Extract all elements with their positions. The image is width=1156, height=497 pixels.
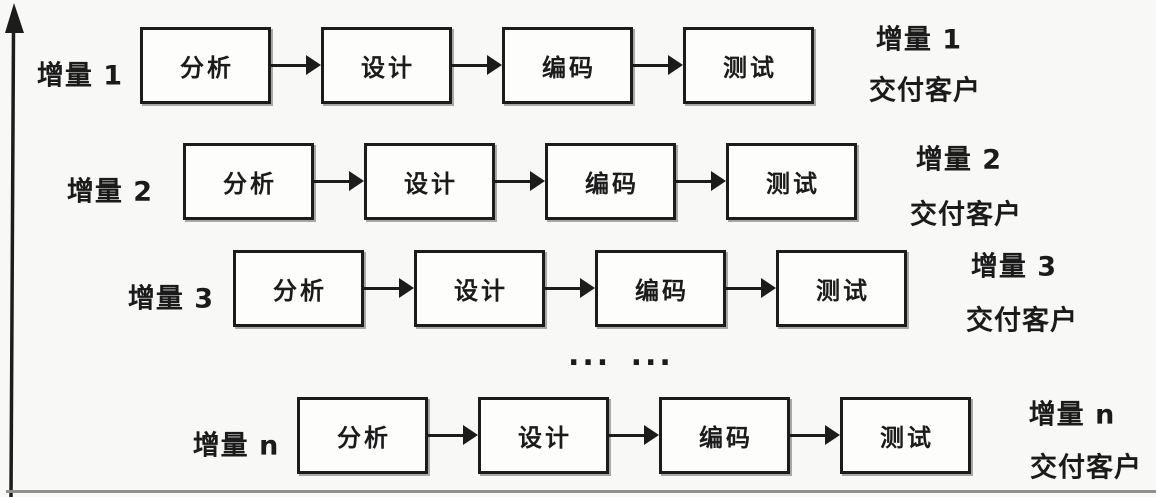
arrow-shaft <box>545 287 582 290</box>
stage-box: 测试 <box>726 143 857 220</box>
row-label-increment: 增量 2 <box>66 176 154 208</box>
arrow-shaft <box>452 64 489 67</box>
arrow-head <box>644 425 659 445</box>
delivery-label-increment: 增量 3 <box>970 251 1058 283</box>
flow-arrow-icon <box>545 278 595 298</box>
row-label-increment: 增量 3 <box>127 283 215 315</box>
arrow-head <box>530 171 545 191</box>
flow-arrow-icon <box>609 425 659 445</box>
flow-arrow-icon <box>790 425 840 445</box>
arrow-head <box>580 278 595 298</box>
flow-arrow-icon <box>428 425 478 445</box>
delivery-label-increment: 增量 2 <box>915 144 1003 176</box>
flow-arrow-icon <box>495 171 545 191</box>
arrow-head <box>463 425 478 445</box>
stage-box: 设计 <box>414 250 545 327</box>
stage-box: 测试 <box>683 27 814 104</box>
arrow-shaft <box>495 180 532 183</box>
arrow-head <box>306 55 321 75</box>
row-label-increment: 增量 1 <box>36 60 124 92</box>
arrow-shaft <box>364 287 401 290</box>
arrow-shaft <box>633 64 670 67</box>
stage-box: 测试 <box>840 397 971 474</box>
delivery-label-customer: 交付客户 <box>1030 452 1142 484</box>
stage-box: 测试 <box>776 250 907 327</box>
stage-box: 编码 <box>545 143 676 220</box>
stage-box: 分析 <box>140 27 271 104</box>
delivery-label-customer: 交付客户 <box>869 75 981 107</box>
flow-arrow-icon <box>314 171 364 191</box>
arrow-head <box>668 55 683 75</box>
arrow-head <box>825 425 840 445</box>
stage-box: 编码 <box>502 27 633 104</box>
stage-box: 分析 <box>183 143 314 220</box>
delivery-label-customer: 交付客户 <box>910 199 1022 231</box>
delivery-label-increment: 增量 1 <box>875 24 963 56</box>
stage-box: 设计 <box>364 143 495 220</box>
arrow-head <box>761 278 776 298</box>
arrow-shaft <box>790 434 827 437</box>
arrow-shaft <box>609 434 646 437</box>
flow-arrow-icon <box>633 55 683 75</box>
stage-box: 分析 <box>297 397 428 474</box>
arrow-head <box>349 171 364 191</box>
delivery-label-increment: 增量 n <box>1028 399 1116 431</box>
stage-box: 编码 <box>595 250 726 327</box>
stage-box: 设计 <box>478 397 609 474</box>
flow-arrow-icon <box>364 278 414 298</box>
stage-box: 设计 <box>321 27 452 104</box>
delivery-label-customer: 交付客户 <box>966 305 1078 337</box>
flow-arrow-icon <box>676 171 726 191</box>
arrow-head <box>399 278 414 298</box>
vertical-axis-arrow-icon <box>5 3 24 497</box>
stage-box: 分析 <box>233 250 364 327</box>
flow-arrow-icon <box>452 55 502 75</box>
arrow-shaft <box>676 180 713 183</box>
arrow-shaft <box>271 64 308 67</box>
flow-arrow-icon <box>271 55 321 75</box>
arrow-shaft <box>428 434 465 437</box>
horizontal-baseline <box>6 490 1156 493</box>
ellipsis-dots: ... ... <box>568 338 674 373</box>
arrow-shaft <box>314 180 351 183</box>
flow-arrow-icon <box>726 278 776 298</box>
stage-box: 编码 <box>659 397 790 474</box>
arrow-shaft <box>726 287 763 290</box>
arrow-head <box>711 171 726 191</box>
arrow-head <box>487 55 502 75</box>
row-label-increment: 增量 n <box>192 430 280 462</box>
